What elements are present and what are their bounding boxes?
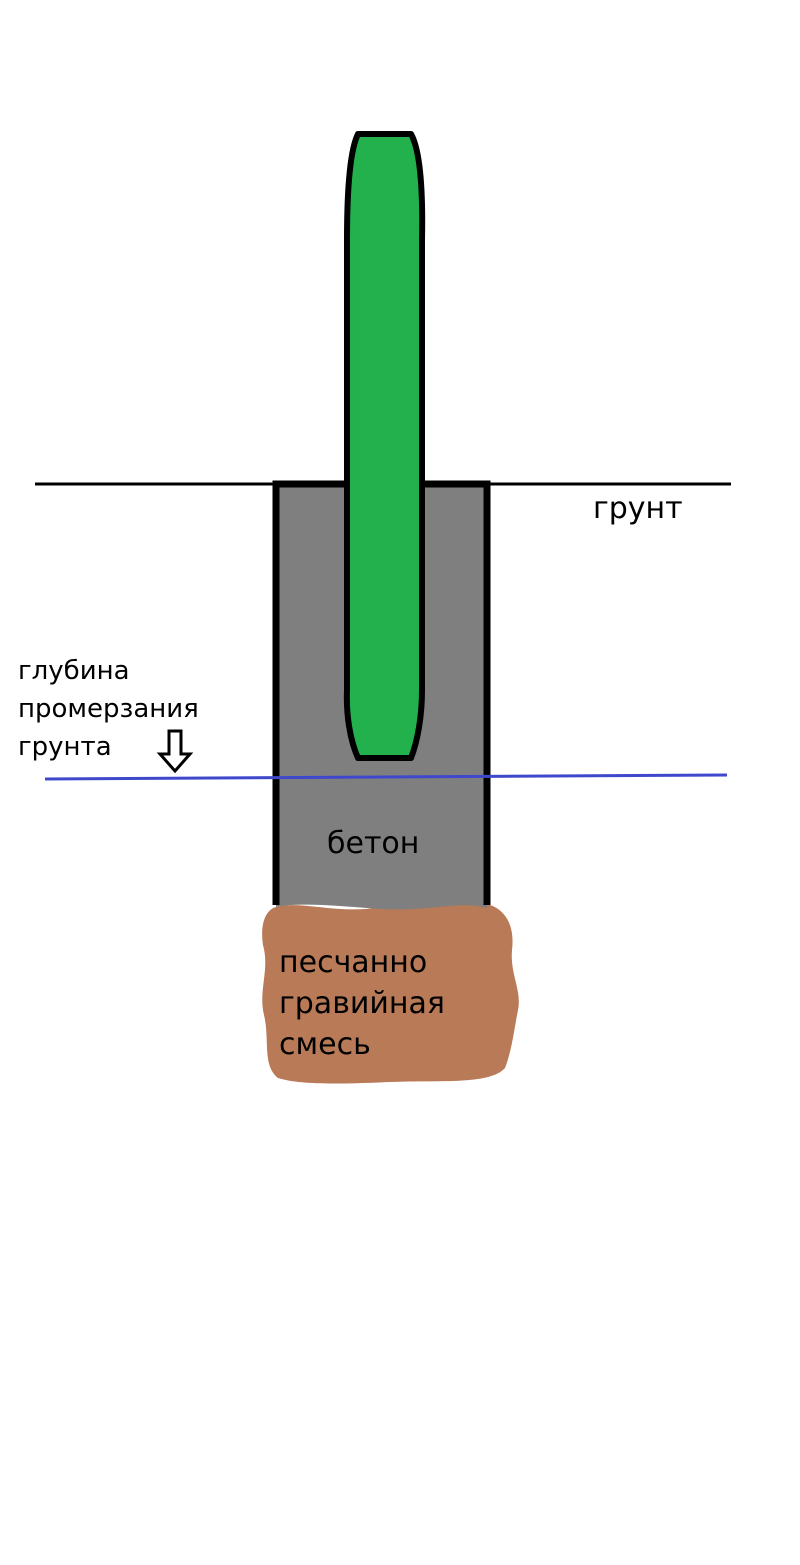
frost-depth-label-line-2: промерзания: [18, 694, 199, 724]
frost-depth-label: глубина промерзания грунта: [18, 652, 199, 766]
gravel-label-line-2: гравийная: [279, 986, 445, 1021]
frost-depth-line: [44, 773, 728, 781]
down-arrow-icon: [156, 729, 194, 774]
concrete-label: бетон: [327, 826, 420, 861]
gravel-label: песчанно гравийная смесь: [279, 942, 445, 1065]
green-post: [343, 131, 426, 761]
frost-depth-label-line-3: грунта: [18, 732, 112, 762]
gravel-label-line-3: смесь: [279, 1027, 371, 1062]
gravel-cushion: [262, 897, 519, 1084]
gravel-label-line-1: песчанно: [279, 945, 428, 980]
frost-depth-label-line-1: глубина: [18, 656, 130, 686]
ground-label: грунт: [593, 491, 683, 526]
